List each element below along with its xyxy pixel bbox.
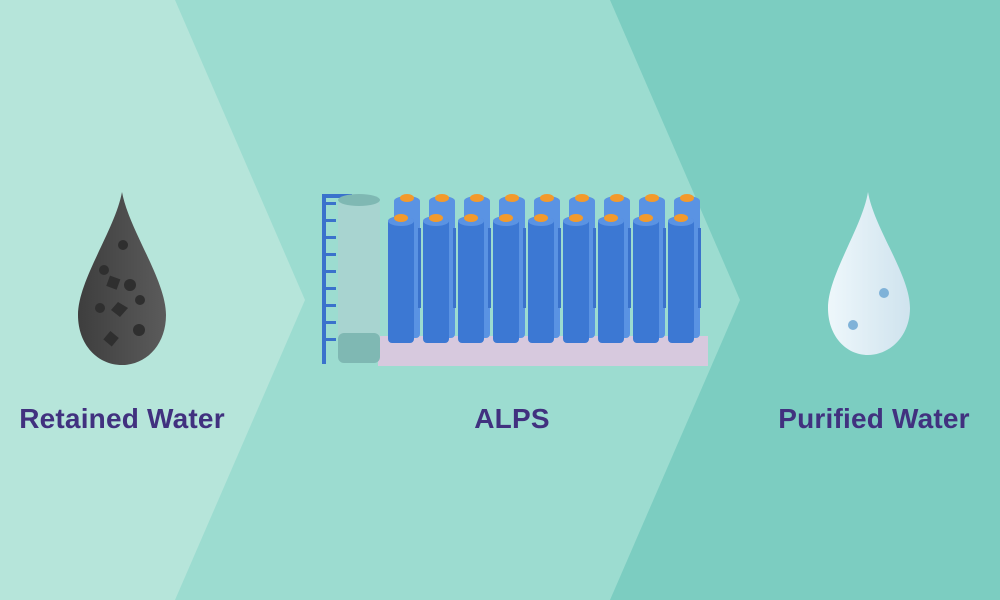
connector-pipe bbox=[488, 228, 491, 308]
filter-cap bbox=[604, 214, 618, 222]
pipe-rung bbox=[322, 270, 336, 273]
filter-cap bbox=[470, 194, 484, 202]
filter-column bbox=[668, 218, 694, 343]
stage-alps bbox=[318, 188, 718, 373]
stage-purified-water bbox=[818, 190, 928, 365]
filter-cap bbox=[540, 194, 554, 202]
filter-column bbox=[598, 218, 624, 343]
connector-pipe bbox=[453, 228, 456, 308]
filter-column-array-icon bbox=[322, 194, 708, 366]
label-purified-water: Purified Water bbox=[778, 403, 970, 434]
vessel-base bbox=[338, 333, 380, 363]
filter-cap bbox=[400, 194, 414, 202]
filter-column bbox=[458, 218, 484, 343]
filter-cap bbox=[505, 194, 519, 202]
filter-cap bbox=[499, 214, 513, 222]
label-alps: ALPS bbox=[474, 403, 550, 434]
clear-water-drop-icon bbox=[828, 192, 910, 355]
pipe-rung bbox=[322, 287, 336, 290]
pipe-rung bbox=[322, 304, 336, 307]
filter-cap bbox=[435, 194, 449, 202]
vessel-cylinder bbox=[338, 198, 380, 363]
filter-cap bbox=[674, 214, 688, 222]
pipe-rung bbox=[322, 253, 336, 256]
connector-pipe bbox=[663, 228, 666, 308]
filter-cap bbox=[575, 194, 589, 202]
filter-cap bbox=[464, 214, 478, 222]
connector-pipe bbox=[593, 228, 596, 308]
filter-column bbox=[563, 218, 589, 343]
dark-water-drop-icon bbox=[78, 192, 166, 365]
vessel-top bbox=[338, 194, 380, 206]
filter-column bbox=[528, 218, 554, 343]
purified-drop-shape bbox=[828, 192, 910, 355]
pipe-rung bbox=[322, 338, 336, 341]
filter-cap bbox=[645, 194, 659, 202]
retained-drop-shape bbox=[78, 192, 166, 365]
connector-pipe bbox=[418, 228, 421, 308]
filter-column bbox=[633, 218, 659, 343]
connector-pipe bbox=[558, 228, 561, 308]
filter-cap bbox=[610, 194, 624, 202]
filter-cap bbox=[394, 214, 408, 222]
filter-cap bbox=[569, 214, 583, 222]
connector-pipe bbox=[523, 228, 526, 308]
filter-column bbox=[493, 218, 519, 343]
pipe-rung bbox=[322, 202, 336, 205]
connector-pipe bbox=[698, 228, 701, 308]
stage-retained-water bbox=[60, 190, 190, 375]
label-retained-water: Retained Water bbox=[19, 403, 225, 434]
filter-column bbox=[423, 218, 449, 343]
filter-column bbox=[388, 218, 414, 343]
filter-cap bbox=[680, 194, 694, 202]
pipe-rung bbox=[322, 321, 336, 324]
contaminant-particles bbox=[95, 240, 145, 347]
trace-particles bbox=[848, 288, 889, 330]
pipe-rung bbox=[322, 219, 336, 222]
filter-cap bbox=[429, 214, 443, 222]
filter-cap bbox=[639, 214, 653, 222]
pipe-top bbox=[322, 194, 352, 198]
filter-cap bbox=[534, 214, 548, 222]
pipe-rung bbox=[322, 236, 336, 239]
inlet-pipe bbox=[322, 194, 326, 364]
connector-pipe bbox=[628, 228, 631, 308]
